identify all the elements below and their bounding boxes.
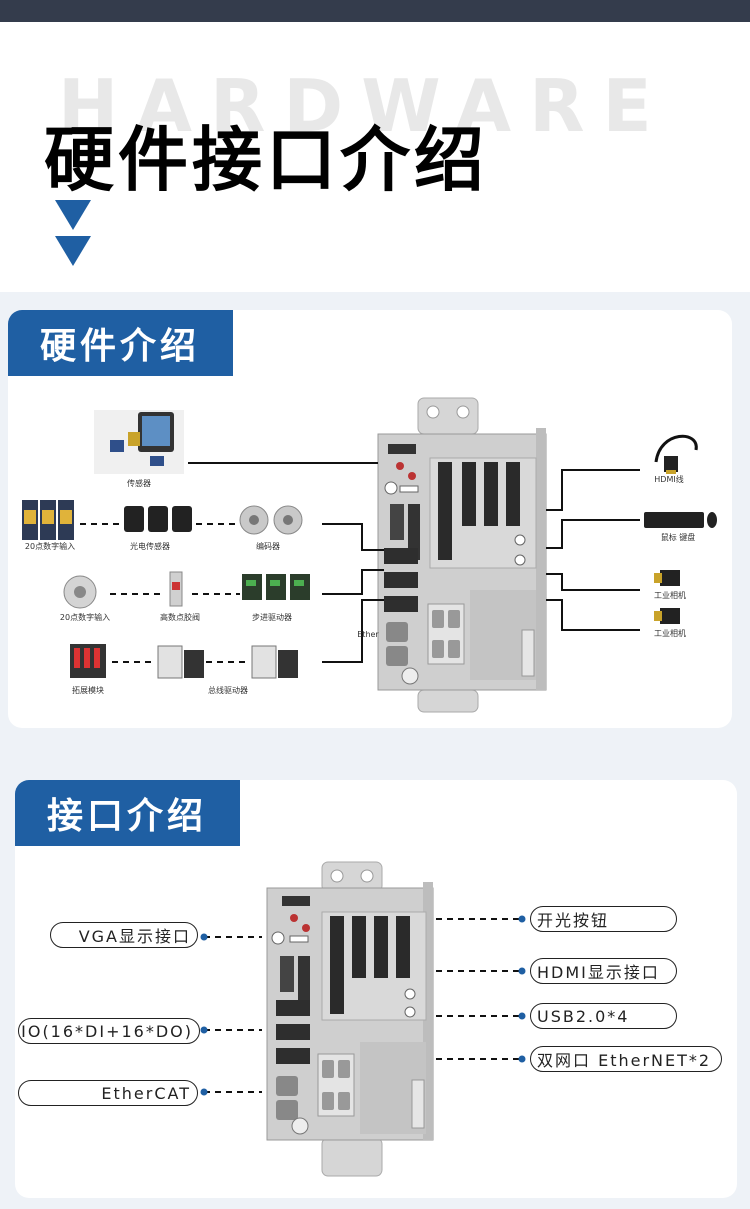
header-section: HARDWARE 硬件接口介绍 [0,22,750,292]
hdmi-label: HDMI显示接口 [530,958,677,984]
label-industrial-camera-1: 工业相机 [654,590,686,600]
stepper-driver-image [242,574,310,600]
dispensing-valve-image [169,571,183,607]
down-arrow-icon [55,236,91,266]
controller-device-upper [377,397,547,713]
usb-label: USB2.0*4 [530,1003,677,1029]
interface-dots [200,915,526,1096]
header-watermark: HARDWARE [58,64,670,148]
hardware-card: 硬件介绍 [8,310,732,728]
label-keyboard-mouse: 鼠标 键盘 [661,532,696,542]
label-digital-input-1: 20点数字输入 [25,541,75,551]
hardware-tab: 硬件介绍 [8,310,233,376]
label-photoelectric-sensor: 光电传感器 [130,541,170,551]
hdmi-cable-image [654,434,698,474]
label-ether-partial: Ether [357,630,379,639]
interface-dashed-lines [204,918,522,1093]
ethercat-label: EtherCAT [18,1080,198,1106]
io-label: IO(16*DI+16*DO) [18,1018,200,1044]
hardware-connection-lines [188,462,640,663]
label-hdmi-cable: HDMI线 [654,474,683,484]
power-button-label: 开光按钮 [530,906,677,932]
label-expansion-module: 拓展模块 [72,685,104,695]
ethernet-label: 双网口 EtherNET*2 [530,1046,722,1072]
label-bus-driver: 总线驱动器 [208,685,248,695]
hardware-dashed-lines [80,523,250,663]
vga-label: VGA显示接口 [50,922,198,948]
controller-device-lower [266,861,434,1177]
photoelectric-sensor-image [124,506,192,532]
down-arrow-icon [55,200,91,230]
label-industrial-camera-2: 工业相机 [654,628,686,638]
digital-input-module-image [22,500,74,540]
top-bar [0,0,750,22]
bus-driver-image [157,645,298,679]
keyboard-mouse-image [644,512,717,528]
industrial-camera-image [654,608,680,624]
industrial-camera-image [654,570,680,586]
expansion-module-image [70,644,106,678]
label-digital-input-2: 20点数字输入 [60,612,110,622]
label-stepper-driver: 步进驱动器 [252,612,292,622]
digital-input-encoder-image [63,575,97,609]
interface-tab: 接口介绍 [15,780,240,846]
page-title: 硬件接口介绍 [44,119,488,201]
encoder-image [239,505,303,535]
sensor-image [94,410,184,474]
label-sensor: 传感器 [127,478,151,488]
label-encoder: 编码器 [256,541,280,551]
label-dispensing-valve: 高数点胶阀 [160,612,200,622]
